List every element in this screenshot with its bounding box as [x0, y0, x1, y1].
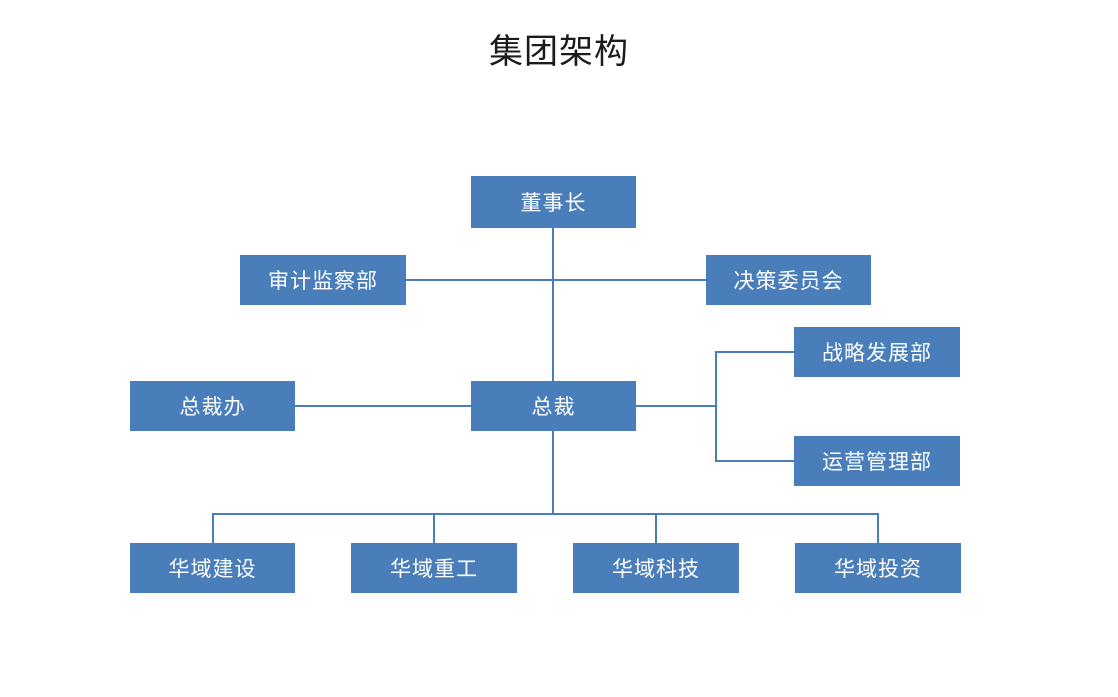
connector-drop-sub3	[655, 513, 657, 543]
connector-drop-sub1	[212, 513, 214, 543]
node-subsidiary-technology-label: 华域科技	[612, 558, 700, 581]
node-president-label: 总裁	[531, 396, 576, 419]
node-subsidiary-construction-label: 华域建设	[168, 558, 257, 581]
node-president-office[interactable]: 总裁办	[130, 381, 295, 431]
node-audit-supervision-label: 审计监察部	[268, 270, 378, 293]
node-decision-committee[interactable]: 决策委员会	[706, 255, 871, 305]
connector-bracket-to-strategy	[715, 351, 794, 353]
node-subsidiary-investment[interactable]: 华域投资	[795, 543, 961, 593]
node-subsidiary-construction[interactable]: 华域建设	[130, 543, 295, 593]
node-strategy-development-label: 战略发展部	[822, 342, 932, 365]
node-decision-committee-label: 决策委员会	[733, 270, 844, 293]
connector-bracket-to-operation	[715, 460, 794, 462]
node-chairman[interactable]: 董事长	[471, 176, 636, 228]
connector-presoffice-to-president	[295, 405, 471, 407]
node-subsidiary-technology[interactable]: 华域科技	[573, 543, 739, 593]
node-chairman-label: 董事长	[520, 192, 587, 215]
node-audit-supervision[interactable]: 审计监察部	[240, 255, 406, 305]
connector-drop-sub4	[877, 513, 879, 543]
connector-subsidiary-distribution-bar	[212, 513, 878, 515]
node-subsidiary-heavy-industry-label: 华域重工	[390, 558, 478, 581]
node-operation-management[interactable]: 运营管理部	[794, 436, 960, 486]
node-president-office-label: 总裁办	[179, 396, 246, 419]
connector-audit-to-committee	[406, 279, 706, 281]
connector-drop-sub2	[433, 513, 435, 543]
node-president[interactable]: 总裁	[471, 381, 636, 431]
connector-president-bottom-drop	[552, 431, 554, 514]
node-subsidiary-heavy-industry[interactable]: 华域重工	[351, 543, 517, 593]
connector-right-bracket-vertical	[715, 352, 717, 461]
page-title: 集团架构	[489, 33, 629, 71]
connector-president-right-stub	[636, 405, 716, 407]
node-operation-management-label: 运营管理部	[822, 451, 932, 474]
node-strategy-development[interactable]: 战略发展部	[794, 327, 960, 377]
connector-chairman-to-president	[552, 228, 554, 381]
node-subsidiary-investment-label: 华域投资	[834, 558, 922, 581]
